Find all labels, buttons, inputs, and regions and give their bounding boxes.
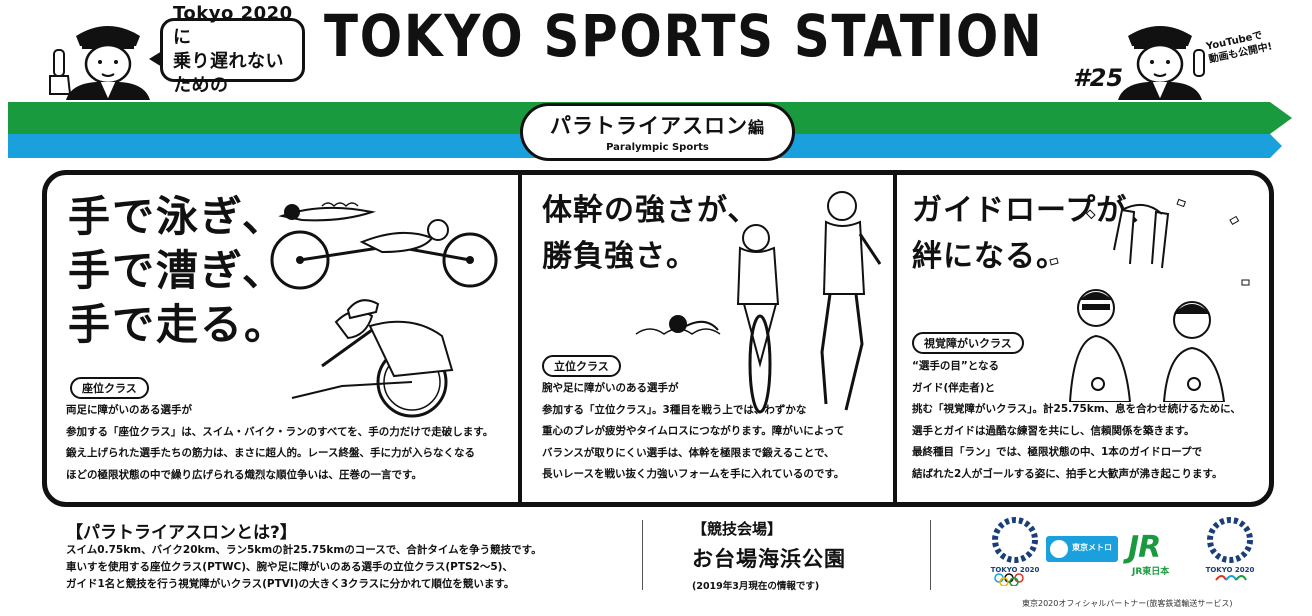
- conductor-left-illustration: [49, 26, 150, 100]
- speech-line-1: Tokyo 2020に: [173, 3, 293, 48]
- about-line: 車いすを使用する座位クラス(PTWC)、腕や足に障がいのある選手の立位クラス(P…: [66, 561, 513, 573]
- panel-1-catchcopy: 手で泳ぎ、 手で漕ぎ、 手で走る。: [68, 190, 288, 352]
- swim-bike-run-illustration: [635, 191, 882, 414]
- venue-note: (2019年3月現在の情報です): [692, 581, 820, 592]
- body-line: バランスが取りにくい選手は、体幹を極限まで鍛えることで、: [542, 446, 835, 459]
- handcycle-athletes-illustration: [270, 202, 498, 418]
- body-line: 鍛え上げられた選手たちの筋力は、まさに超人的。レース終盤、手に力が入らなくなる: [66, 447, 475, 459]
- catch-line: 勝負強さ。: [542, 239, 697, 274]
- guide-and-athlete-illustration: [1049, 198, 1250, 402]
- partner-note: 東京2020オフィシャルパートナー(旅客鉄道輸送サービス): [1022, 599, 1233, 608]
- about-text: スイム0.75km、バイク20km、ラン5kmの計25.75kmのコースで、合計…: [66, 542, 542, 593]
- catch-line: 手で走る。: [68, 300, 289, 349]
- about-line: スイム0.75km、バイク20km、ラン5kmの計25.75kmのコースで、合計…: [66, 544, 542, 556]
- panel-1-body: 両足に障がいのある選手が 参加する「座位クラス」は、スイム・バイク・ランのすべて…: [66, 400, 493, 486]
- tokyo-metro-logo: 東京メトロ: [1046, 536, 1118, 562]
- footer-divider: [642, 520, 643, 590]
- panel-3-catchcopy: ガイドロープが、 絆になる。: [912, 188, 1158, 280]
- paralympic-label: TOKYO 2020: [1205, 566, 1255, 574]
- body-line: 重心のブレが疲労やタイムロスにつながります。障がいによって: [542, 425, 845, 437]
- body-line: 挑む「視覚障がいクラス」。計25.75km、息を合わせ続けるために、: [912, 403, 1241, 415]
- speech-bubble: Tokyo 2020に 乗り遅れないための: [149, 3, 305, 96]
- tokyo2020-paralympic-logo: [1207, 517, 1253, 581]
- page-title: TOKYO SPORTS STATION: [324, 2, 1044, 70]
- class-tag: 立位クラス: [542, 355, 621, 377]
- panel-2-body: 腕や足に障がいのある選手が 参加する「立位クラス」。3種目を戦う上では、わずかな…: [542, 378, 844, 486]
- body-line: 参加する「立位クラス」。3種目を戦う上では、わずかな: [542, 403, 807, 416]
- conductor-right-illustration: [1118, 26, 1205, 100]
- metro-mark-icon: [1050, 540, 1068, 558]
- tokyo2020-label: TOKYO 2020: [990, 566, 1040, 574]
- panel-3-body: “選手の目”となる ガイド(伴走者)と 挑む「視覚障がいクラス」。計25.75k…: [912, 356, 1241, 485]
- ribbon-subtitle: Paralympic Sports: [606, 142, 709, 153]
- catch-line: 手で漕ぎ、: [68, 246, 286, 295]
- body-line: 長いレースを戦い抜く力強いフォームを手に入れているのです。: [542, 468, 845, 480]
- jr-east-label: JR東日本: [1132, 567, 1170, 577]
- body-line: “選手の目”となる: [912, 360, 999, 372]
- about-title: 【パラトライアスロンとは?】: [66, 523, 297, 543]
- body-line: 腕や足に障がいのある選手が: [542, 382, 679, 394]
- panel-divider-2: [893, 174, 897, 504]
- ribbon-title-row: パラトライアスロン編: [523, 110, 792, 140]
- body-line: 参加する「座位クラス」は、スイム・バイク・ランのすべてを、手の力だけで走破します…: [66, 425, 494, 438]
- sport-ribbon: パラトライアスロン編 Paralympic Sports: [520, 103, 795, 161]
- body-line: 両足に障がいのある選手が: [66, 404, 192, 416]
- venue-name: お台場海浜公園: [692, 547, 846, 571]
- body-line: 選手とガイドは過酷な練習を共にし、信頼関係を築きます。: [912, 424, 1195, 437]
- tokyo2020-emblem-logo: [992, 517, 1038, 586]
- catch-line: ガイドロープが、: [912, 193, 1158, 228]
- jr-mark-icon: JR: [1128, 530, 1161, 565]
- class-tag: 座位クラス: [70, 377, 149, 399]
- body-line: 結ばれた2人がゴールする姿に、拍手と大歓声が沸き起こります。: [912, 467, 1223, 480]
- header: Tokyo 2020に 乗り遅れないための TOKYO SPORTS STATI…: [0, 0, 1312, 100]
- issue-number: #25: [1073, 64, 1124, 92]
- body-line: ガイド(伴走者)と: [912, 381, 996, 394]
- speech-line-2: 乗り遅れないための: [173, 51, 284, 96]
- panels-frame: [42, 170, 1274, 507]
- catch-line: 手で泳ぎ、: [68, 192, 286, 241]
- footer-divider: [930, 520, 931, 590]
- panel-2-catchcopy: 体幹の強さが、 勝負強さ。: [542, 188, 758, 280]
- about-line: ガイド1名と競技を行う視覚障がいクラス(PTVI)の大きく3クラスに分かれて順位…: [66, 578, 515, 590]
- ribbon-suffix: 編: [747, 118, 765, 137]
- body-line: 最終種目「ラン」では、極限状態の中、1本のガイドロープで: [912, 446, 1203, 458]
- catch-line: 絆になる。: [912, 239, 1067, 274]
- venue-heading: 【競技会場】: [692, 520, 783, 538]
- catch-line: 体幹の強さが、: [542, 193, 759, 228]
- jr-east-logo: JR JR東日本: [1126, 530, 1192, 577]
- youtube-note: YouTubeで 動画も公開中!: [1205, 28, 1274, 67]
- class-tag: 視覚障がいクラス: [912, 332, 1024, 354]
- panel-divider-1: [518, 174, 522, 504]
- metro-label: 東京メトロ: [1072, 543, 1112, 552]
- body-line: ほどの極限状態の中で繰り広げられる熾烈な順位争いは、圧巻の一言です。: [66, 468, 422, 481]
- ribbon-title: パラトライアスロン: [549, 114, 748, 138]
